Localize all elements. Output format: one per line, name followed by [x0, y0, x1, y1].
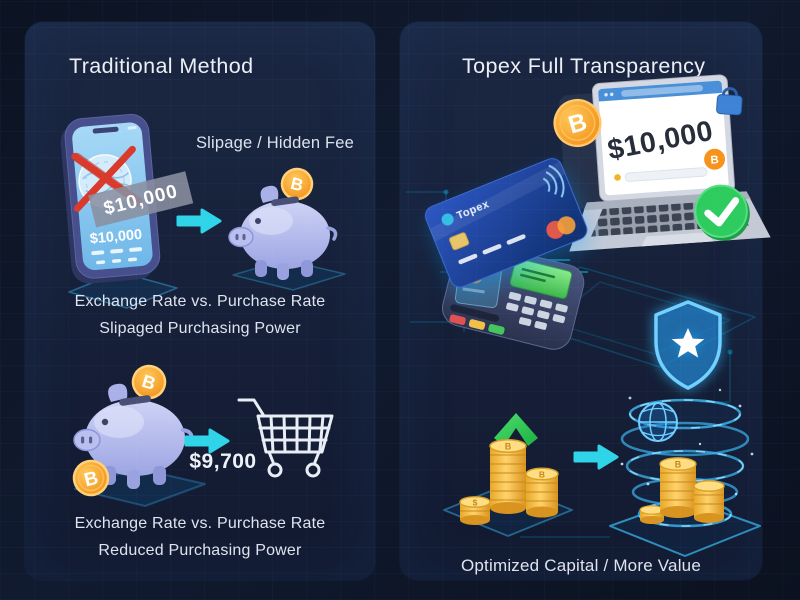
- traditional-method-panel: Traditional Method: [25, 22, 375, 580]
- vortex-rings: [620, 398, 750, 528]
- coin-stack-tall: B: [489, 439, 527, 514]
- caption-line: Exchange Rate vs. Purchase Rate: [74, 293, 326, 310]
- arrow-right-icon: [176, 208, 222, 234]
- coin-stack-icon: $ B B: [443, 439, 573, 537]
- shopping-bag-icon: [716, 87, 743, 116]
- svg-text:$: $: [473, 498, 478, 508]
- laptop-screen: $10,000 B: [591, 74, 735, 202]
- svg-text:B: B: [710, 154, 719, 167]
- panel-title-topex: Topex Full Transparency: [462, 54, 706, 78]
- vortex-dashes: [626, 399, 744, 527]
- caption-line: Reduced Purchasing Power: [98, 542, 302, 559]
- bitcoin-coin-icon: B: [280, 167, 314, 201]
- up-chevron-icon: [494, 413, 538, 446]
- card-and-terminal-illustration: B Topex: [424, 158, 588, 350]
- optimized-caption: Optimized Capital / More Value: [460, 556, 701, 575]
- laptop-illustration: $10,000 B B: [553, 74, 771, 252]
- platform-outline: [68, 271, 178, 309]
- piggy-body: [228, 185, 338, 280]
- check-icon: [694, 184, 750, 241]
- svg-text:B: B: [505, 442, 512, 452]
- bitcoin-coin-icon: B: [553, 98, 602, 148]
- fee-label: Slipage / Hidden Fee: [195, 134, 355, 152]
- arrow-right-icon: [573, 444, 619, 470]
- phone-body: $10,000 $10,000: [60, 113, 194, 284]
- credit-card-icon: Topex: [424, 158, 588, 288]
- piggy-bank-icon: B B: [72, 364, 206, 507]
- svg-text:B: B: [539, 470, 545, 480]
- svg-text:B: B: [289, 174, 306, 195]
- phone-illustration: $10,000 $10,000: [60, 113, 194, 309]
- coin-stack-small: $: [459, 496, 491, 525]
- nfc-icon: [542, 164, 565, 198]
- sparkles: [620, 388, 754, 496]
- caption-line: Exchange Rate vs. Purchase Rate: [74, 515, 326, 532]
- globe-icon: [638, 402, 678, 442]
- svg-text:B: B: [82, 468, 100, 492]
- phone-screen-amount: $10,000: [89, 227, 143, 248]
- topex-transparency-panel: Topex Full Transparency: [400, 22, 771, 580]
- caption-line: Slipaged Purchasing Power: [99, 320, 301, 337]
- comparison-caption-2: Exchange Rate vs. Purchase Rate Reduced …: [25, 510, 375, 564]
- shield-icon: [654, 300, 722, 390]
- bitcoin-badge-icon: B: [704, 148, 726, 170]
- cart-amount: $9,700: [189, 450, 257, 473]
- coin-stack-mid: B: [525, 467, 559, 518]
- piggy-bank-icon: B: [228, 167, 346, 291]
- vortex-illustration: B: [609, 300, 761, 557]
- comparison-caption-1: Exchange Rate vs. Purchase Rate Slipaged…: [25, 288, 375, 342]
- screen-dashes: [91, 247, 143, 265]
- shopping-cart-icon: [237, 398, 334, 478]
- bitcoin-coin-icon: B: [72, 459, 110, 497]
- piggy-body: [73, 383, 194, 489]
- keypad: [506, 291, 568, 330]
- coin-stack-icon: B: [639, 457, 725, 524]
- panel-title-traditional: Traditional Method: [69, 54, 254, 78]
- arrow-right-icon: [184, 428, 230, 454]
- svg-text:B: B: [675, 460, 682, 470]
- svg-text:B: B: [140, 371, 159, 394]
